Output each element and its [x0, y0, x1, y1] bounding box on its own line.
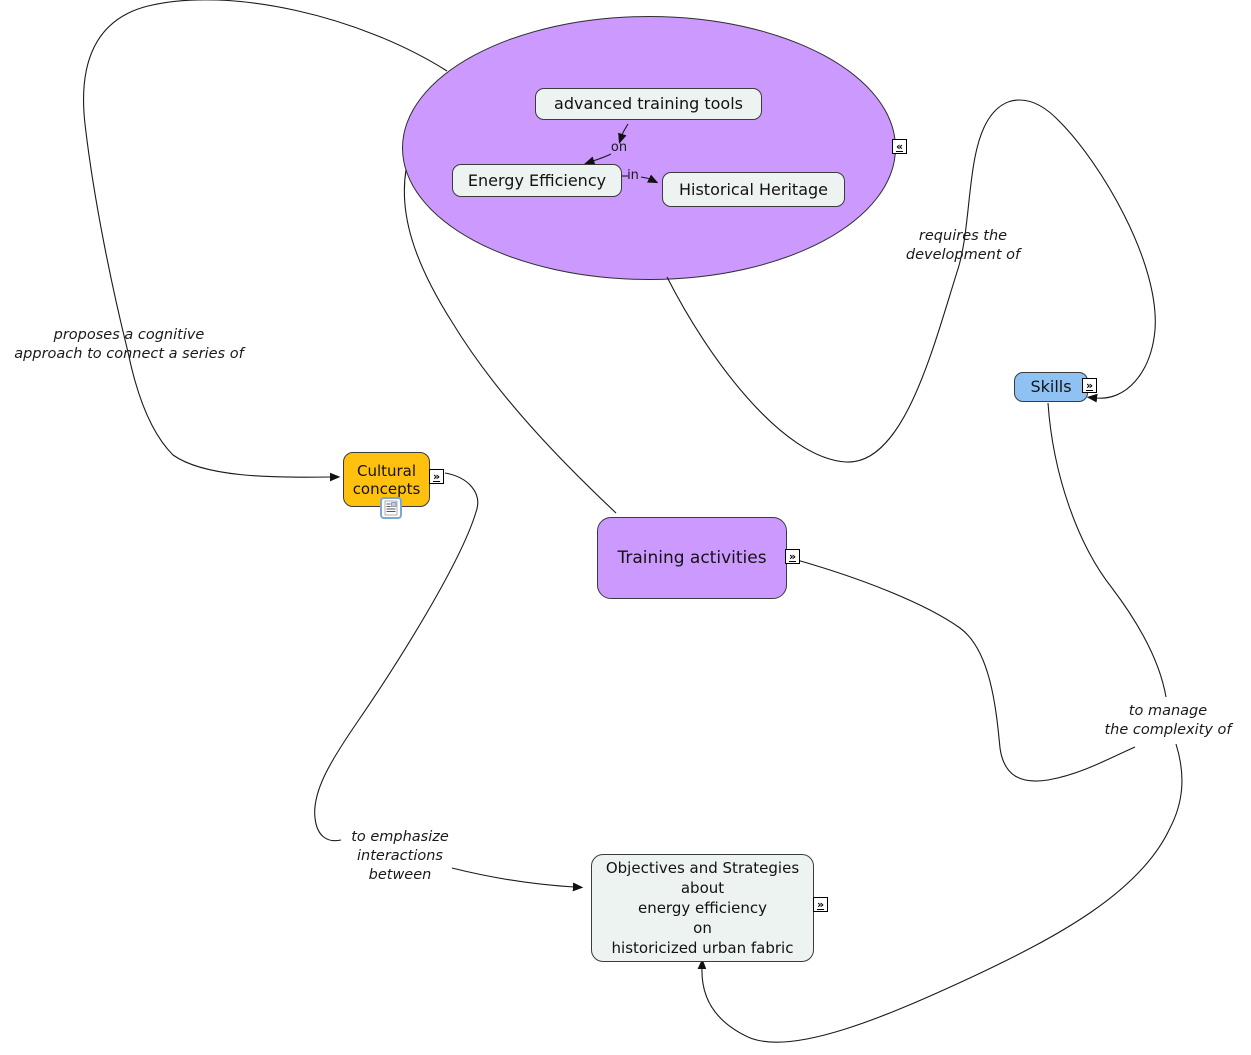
cluster-collapse-icon[interactable]: «: [892, 139, 907, 154]
concept-label-line: about: [680, 879, 725, 897]
concept-skills[interactable]: Skills: [1014, 372, 1088, 402]
concept-training-activities[interactable]: Training activities: [597, 517, 787, 599]
objectives-expand-icon[interactable]: »: [813, 897, 828, 912]
phrase-line: the complexity of: [1104, 722, 1232, 738]
linking-phrase-to-emphasize[interactable]: to emphasize interactions between: [340, 828, 460, 885]
concept-label-line: Cultural: [356, 461, 417, 480]
cultural-expand-icon[interactable]: »: [429, 469, 444, 484]
concept-label-line: concepts: [352, 479, 421, 498]
concept-energy-efficiency[interactable]: Energy Efficiency: [452, 164, 622, 197]
linking-phrase-to-manage[interactable]: to manage the complexity of: [1088, 702, 1248, 740]
skills-expand-icon[interactable]: »: [1082, 378, 1097, 393]
concept-label: Historical Heritage: [678, 179, 828, 199]
phrase-line: proposes a cognitive: [53, 327, 205, 343]
phrase-line: requires the: [918, 228, 1008, 244]
training-expand-icon[interactable]: »: [785, 549, 800, 564]
phrase-line: approach to connect a series of: [14, 346, 244, 362]
link-proposes-path: [83, 0, 448, 482]
link-label-on[interactable]: on: [610, 140, 628, 155]
concept-label: advanced training tools: [554, 94, 743, 114]
concept-objectives-strategies[interactable]: Objectives and Strategies about energy e…: [591, 854, 814, 962]
concept-label-line: historicized urban fabric: [611, 939, 794, 957]
link-toemphasize-objectives-path: [451, 867, 584, 892]
phrase-line: development of: [905, 247, 1021, 263]
concept-advanced-training-tools[interactable]: advanced training tools: [535, 88, 762, 120]
concept-label: Energy Efficiency: [467, 170, 607, 190]
link-cultural-toemphasize-path: [314, 472, 479, 842]
link-skills-tomanage-path: [1047, 402, 1167, 698]
document-with-image-icon: [380, 497, 402, 519]
cluster-ellipse[interactable]: [402, 16, 896, 280]
phrase-line: between: [368, 867, 432, 883]
phrase-line: interactions: [357, 848, 443, 864]
phrase-line: to manage: [1128, 703, 1208, 719]
cultural-resource-icon[interactable]: [380, 497, 402, 519]
link-label-in[interactable]: in: [627, 168, 639, 183]
concept-label: Skills: [1030, 377, 1072, 397]
concept-label-line: energy efficiency: [637, 899, 768, 917]
concept-label-line: on: [693, 919, 712, 937]
concept-label-line: Objectives and Strategies: [605, 859, 800, 877]
linking-phrase-requires[interactable]: requires the development of: [883, 227, 1043, 265]
link-training-tomanage-path: [796, 559, 1136, 782]
phrase-line: to emphasize: [351, 829, 449, 845]
concept-label: Training activities: [617, 547, 767, 568]
linking-phrase-proposes[interactable]: proposes a cognitive approach to connect…: [0, 326, 260, 364]
concept-historical-heritage[interactable]: Historical Heritage: [662, 172, 845, 207]
